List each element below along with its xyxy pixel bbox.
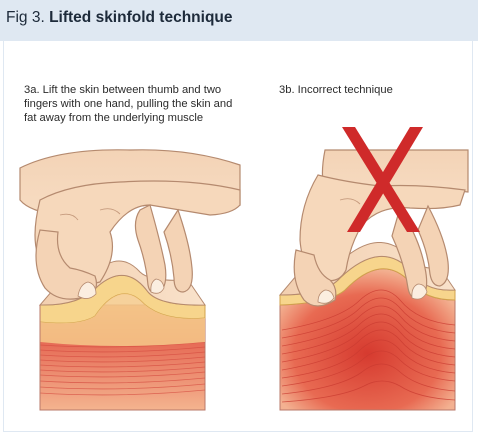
panel-a-art	[20, 150, 240, 410]
panel-b-art	[280, 127, 468, 410]
